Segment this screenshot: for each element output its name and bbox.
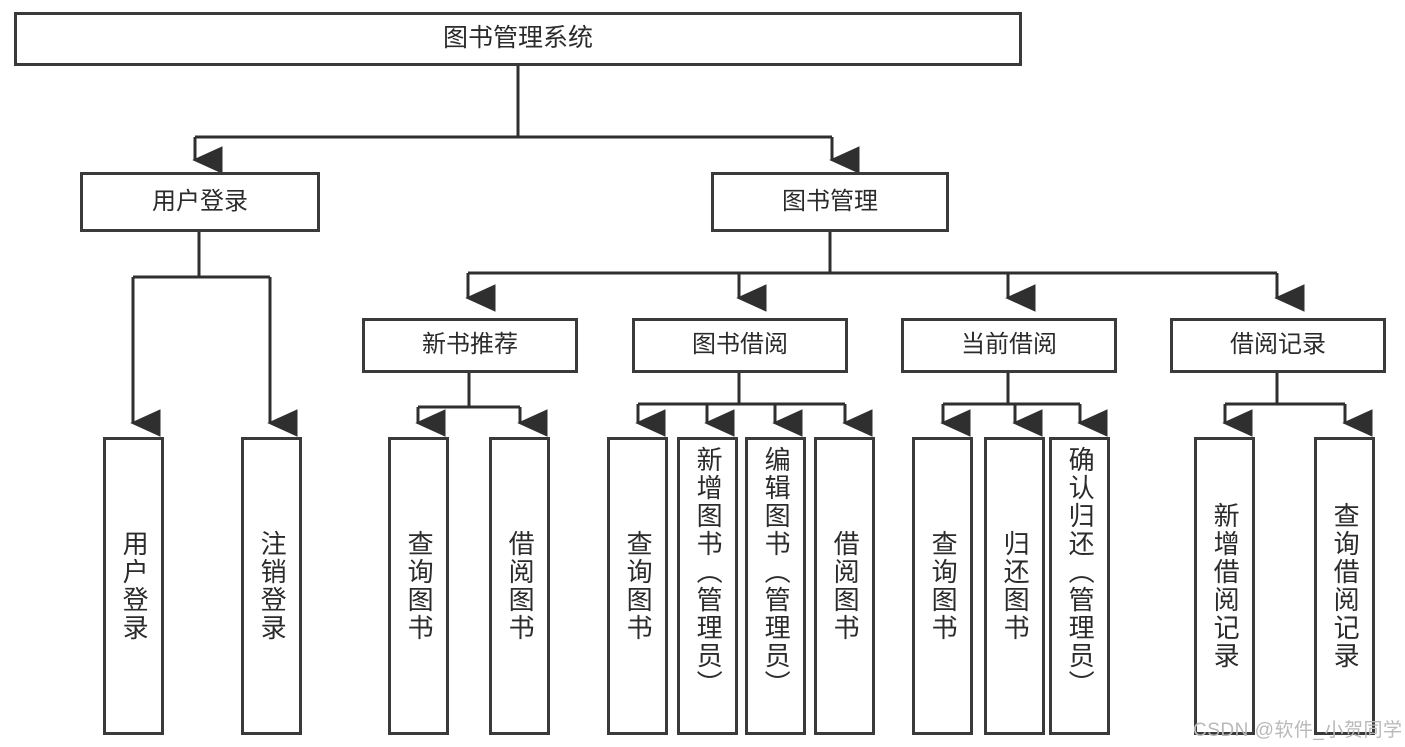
leaf-borrow-record-1[interactable]: 新增借阅记录 [1194, 437, 1255, 735]
node-label: 新增图书（管理员） [693, 446, 724, 698]
leaf-user-login-2[interactable]: 注销登录 [241, 437, 302, 735]
leaf-book-borrow-1[interactable]: 查询图书 [607, 437, 668, 735]
leaf-user-login-1[interactable]: 用户登录 [103, 437, 164, 735]
node-label: 用户登录 [152, 187, 248, 215]
node-book-borrow[interactable]: 图书借阅 [632, 318, 848, 373]
node-label: 当前借阅 [961, 331, 1057, 359]
node-label: 注销登录 [257, 530, 288, 642]
leaf-new-book-recommend-1[interactable]: 查询图书 [388, 437, 449, 735]
node-label: 借阅记录 [1230, 331, 1326, 359]
node-label: 确认归还（管理员） [1065, 446, 1096, 698]
leaf-book-borrow-2[interactable]: 新增图书（管理员） [677, 437, 738, 735]
node-borrow-record[interactable]: 借阅记录 [1170, 318, 1386, 373]
node-label: 图书管理系统 [442, 24, 593, 53]
node-user-login[interactable]: 用户登录 [80, 172, 320, 232]
node-label: 归还图书 [1000, 530, 1031, 642]
leaf-new-book-recommend-2[interactable]: 借阅图书 [489, 437, 550, 735]
node-label: 借阅图书 [830, 530, 861, 642]
node-book-management[interactable]: 图书管理 [711, 172, 949, 232]
node-label: 查询借阅记录 [1330, 502, 1361, 670]
leaf-current-borrow-3[interactable]: 确认归还（管理员） [1049, 437, 1110, 735]
leaf-book-borrow-4[interactable]: 借阅图书 [814, 437, 875, 735]
node-label: 图书管理 [782, 187, 878, 215]
node-label: 查询图书 [928, 530, 959, 642]
node-label: 新增借阅记录 [1210, 502, 1241, 670]
csdn-watermark: CSDN @软件_小贺同学 [1193, 720, 1403, 741]
node-label: 编辑图书（管理员） [761, 446, 792, 698]
node-label: 查询图书 [623, 530, 654, 642]
node-new-book-recommend[interactable]: 新书推荐 [362, 318, 578, 373]
leaf-book-borrow-3[interactable]: 编辑图书（管理员） [745, 437, 806, 735]
leaf-borrow-record-2[interactable]: 查询借阅记录 [1314, 437, 1375, 735]
node-label: 新书推荐 [422, 331, 518, 359]
node-label: 用户登录 [119, 530, 150, 642]
node-label: 借阅图书 [505, 530, 536, 642]
leaf-current-borrow-1[interactable]: 查询图书 [912, 437, 973, 735]
node-label: 图书借阅 [692, 331, 788, 359]
node-current-borrow[interactable]: 当前借阅 [901, 318, 1117, 373]
leaf-current-borrow-2[interactable]: 归还图书 [984, 437, 1045, 735]
node-root-book-management-system[interactable]: 图书管理系统 [14, 12, 1022, 66]
node-label: 查询图书 [404, 530, 435, 642]
